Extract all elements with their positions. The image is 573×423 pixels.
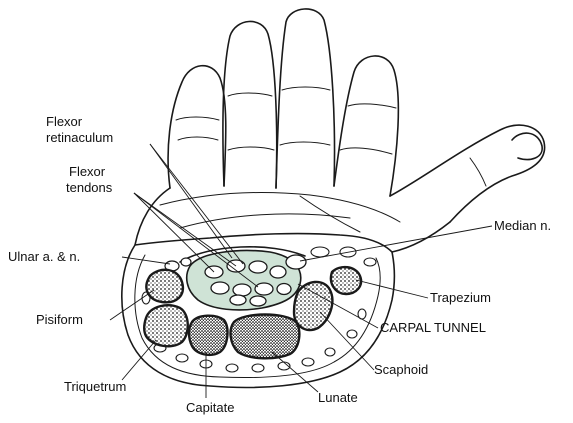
hand-outline [135,9,545,252]
label-flexor-retinaculum-line2: retinaculum [46,130,113,145]
capitate-bone [189,316,227,355]
palm-radial-side [392,222,450,252]
index-finger [334,56,398,196]
median-nerve [286,255,306,269]
label-median-nerve: Median n. [494,218,551,233]
label-flexor-tendons-line1: Flexor [69,164,106,179]
thumb [390,125,545,222]
label-ulnar-artery-nerve: Ulnar a. & n. [8,249,80,264]
ring-finger [223,21,277,188]
triquetrum-bone [144,305,188,346]
label-capitate: Capitate [186,400,234,415]
label-trapezium: Trapezium [430,290,491,305]
scaphoid-bone [294,282,332,330]
wrist-cross-section [122,234,394,388]
label-triquetrum: Triquetrum [64,379,126,394]
little-finger [168,66,226,188]
label-carpal-tunnel: CARPAL TUNNEL [380,320,486,335]
lunate-bone [231,315,300,359]
label-flexor-tendons-line2: tendons [66,180,113,195]
label-pisiform: Pisiform [36,312,83,327]
label-flexor-retinaculum-line1: Flexor [46,114,83,129]
label-lunate: Lunate [318,390,358,405]
label-scaphoid: Scaphoid [374,362,428,377]
middle-finger [276,9,335,188]
pisiform-bone [146,270,182,303]
